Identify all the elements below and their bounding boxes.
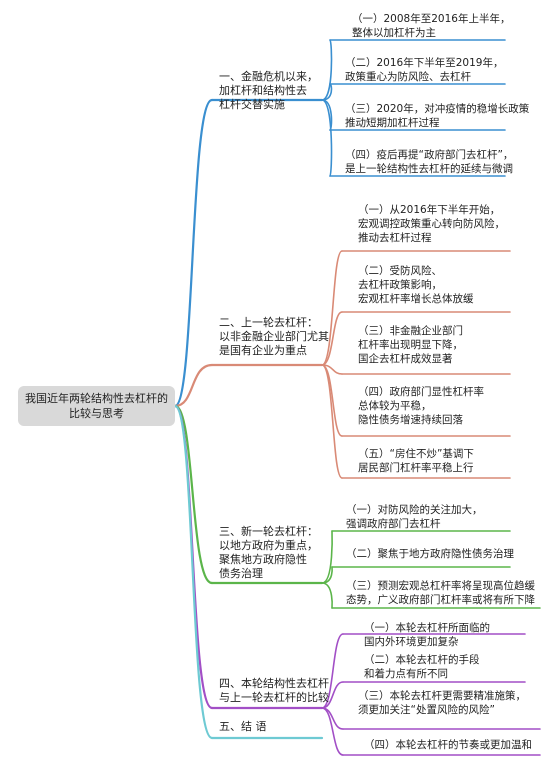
branch-1-child-2: （二）2016年下半年至2019年， 政策重心为防风险、去杠杆 [345, 57, 504, 83]
branch-4-child-3: （三）本轮去杠杆更需要精准施策， 须更加关注“处置风险的风险” [358, 690, 526, 716]
branch-4-connector [173, 404, 214, 710]
branch-4-child-4: （四）本轮去杠杆的节奏或更加温和 [364, 739, 532, 751]
branch-4-child-1-connector [321, 633, 344, 709]
branch-3-child-1-connector [321, 530, 333, 584]
branch-2-child-2-connector [321, 311, 343, 366]
branch-1-label: 一、金融危机以来， 加杠杆和结构性去 杠杆交替实施 [219, 70, 318, 111]
branch-2-child-5: （五）“房住不炒”基调下 居民部门杠杆率平稳上行 [358, 448, 474, 474]
branch-2-child-1-connector [321, 250, 343, 366]
branch-2-connector [173, 363, 214, 408]
branch-3-child-3-connector [321, 582, 333, 609]
branch-3-connector [173, 404, 214, 585]
branch-4-child-3-connector [321, 707, 344, 730]
branch-4-child-2: （二）本轮去杠杆的手段 和着力点有所不同 [364, 654, 480, 680]
branch-5-label: 五、结 语 [219, 720, 267, 733]
branch-1-child-4: （四）疫后再提“政府部门去杠杆”， 是上一轮结构性去杠杆的延续与微调 [345, 149, 514, 175]
branch-3-child-1: （一）对防风险的关注加大， 强调政府部门去杠杆 [346, 504, 483, 530]
branch-3-child-2: （二）聚焦于地方政府隐性债务治理 [346, 548, 514, 560]
branch-4-child-2-connector [321, 681, 344, 709]
branch-4-label: 四、本轮结构性去杠杆 与上一轮去杠杆的比较 [219, 677, 329, 704]
branch-1-connector [173, 98, 214, 408]
branch-2-child-1: （一）从2016年下半年开始， 宏观调控政策重心转向防风险， 推动去杠杆过程 [358, 204, 505, 244]
branch-1-child-1: （一）2008年至2016年上半年， 整体以加杠杆为主 [352, 13, 511, 39]
branch-2-child-2: （二）受防风险、 去杠杆政策影响， 宏观杠杆率增长总体放缓 [358, 265, 474, 305]
branch-2-child-4-connector [321, 364, 343, 437]
branch-1-child-4-connector [321, 99, 333, 177]
branch-1-child-1-connector [321, 39, 333, 101]
branch-5-connector [173, 404, 214, 740]
branch-4-child-4-connector [321, 707, 344, 756]
branch-1-child-3: （三）2020年，对冲疫情的稳增长政策 推动短期加杠杆过程 [345, 103, 530, 129]
root-topic: 我国近年两轮结构性去杠杆的 比较与思考 [18, 386, 175, 426]
branch-2-child-4: （四）政府部门显性杠杆率 总体较为平稳， 隐性债务增速持续回落 [358, 386, 484, 426]
branch-2-child-3: （三）非金融企业部门 杠杆率出现明显下降， 国企去杠杆成效显著 [358, 325, 463, 365]
branch-2-child-5-connector [321, 364, 343, 479]
branch-4-child-1: （一）本轮去杠杆所面临的 国内外环境更加复杂 [364, 622, 490, 648]
branch-3-label: 三、新一轮去杠杆： 以地方政府为重点， 聚焦地方政府隐性 债务治理 [219, 525, 318, 580]
branch-3-child-3: （三）预测宏观总杠杆率将呈现高位趋缓 态势，广义政府部门杠杆率或将有所下降 [346, 580, 535, 606]
branch-2-label: 二、上一轮去杠杆： 以非金融企业部门尤其 是国有企业为重点 [219, 316, 329, 357]
